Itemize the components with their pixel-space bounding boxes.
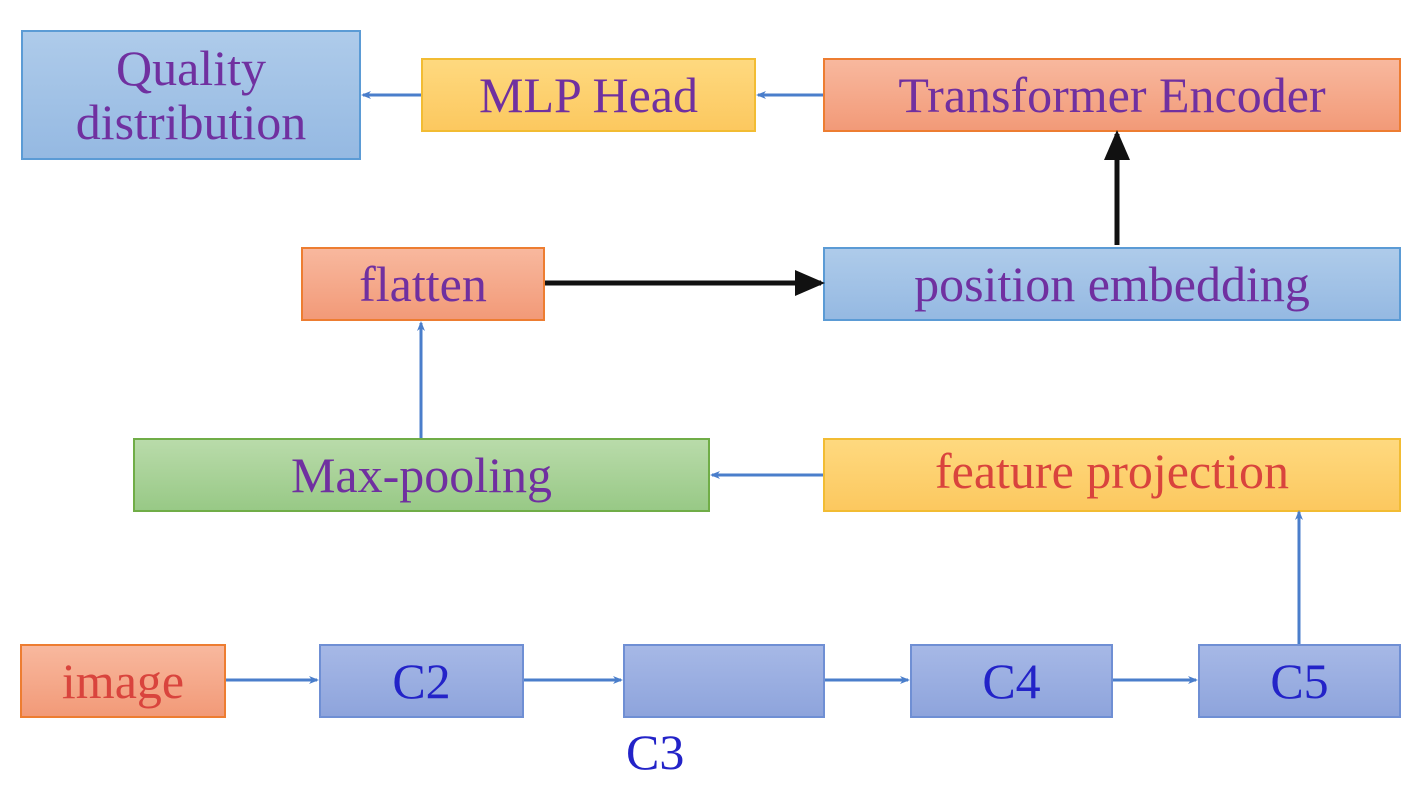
c3-label: C3 <box>626 724 685 780</box>
c5-node: C5 <box>1198 644 1401 718</box>
feature-projection-label: feature projection <box>935 443 1289 499</box>
c2-node: C2 <box>319 644 524 718</box>
image-label: image <box>61 653 185 709</box>
c2-label: C2 <box>392 653 451 709</box>
flatten-label: flatten <box>359 256 487 312</box>
mlp-head-label: MLP Head <box>479 67 698 123</box>
quality-distribution-line2: distribution <box>75 94 307 150</box>
max-pooling-label: Max-pooling <box>290 447 553 503</box>
position-embedding-label: position embedding <box>914 256 1310 312</box>
c4-label: C4 <box>982 653 1041 709</box>
max-pooling-node: Max-pooling <box>133 438 710 512</box>
image-node: image <box>20 644 226 718</box>
position-embedding-node: position embedding <box>823 247 1401 321</box>
c4-node: C4 <box>910 644 1113 718</box>
mlp-head-node: MLP Head <box>421 58 756 132</box>
c3-node <box>623 644 825 718</box>
c5-label: C5 <box>1270 653 1329 709</box>
flatten-node: flatten <box>301 247 545 321</box>
quality-distribution-node: Quality distribution <box>21 30 361 160</box>
quality-distribution-line1: Quality <box>116 40 266 96</box>
transformer-encoder-label: Transformer Encoder <box>898 67 1326 123</box>
feature-projection-node: feature projection <box>823 438 1401 512</box>
